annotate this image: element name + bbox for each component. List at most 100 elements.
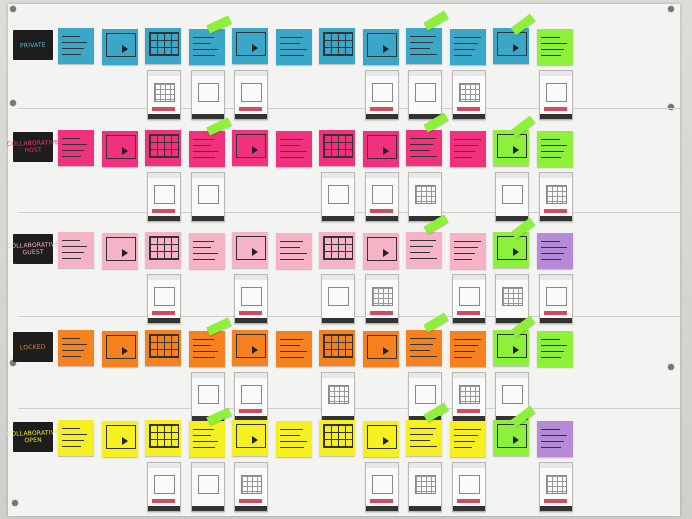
screen-content bbox=[371, 475, 393, 494]
sticky-note bbox=[536, 331, 573, 367]
scribble-line bbox=[410, 36, 436, 37]
row-label: LOCKED bbox=[13, 332, 53, 362]
nav-bar bbox=[452, 416, 485, 421]
status-bar bbox=[322, 173, 354, 178]
screen-content bbox=[371, 185, 393, 204]
status-bar bbox=[235, 463, 267, 468]
screen-content bbox=[415, 385, 436, 404]
sticky-note bbox=[188, 29, 225, 65]
sticky-note bbox=[493, 420, 529, 456]
status-bar bbox=[496, 173, 528, 178]
screen-content bbox=[197, 385, 219, 404]
pin bbox=[10, 6, 16, 12]
screen-content bbox=[241, 83, 262, 102]
scribble-line bbox=[453, 345, 478, 346]
status-bar bbox=[148, 463, 180, 468]
scribble-line bbox=[192, 435, 211, 436]
action-button bbox=[152, 311, 175, 315]
status-bar bbox=[496, 275, 528, 280]
sticky-note bbox=[362, 131, 399, 167]
sketch-screen bbox=[497, 424, 527, 448]
phone-mockup bbox=[408, 172, 442, 222]
sketch-screen bbox=[497, 134, 527, 158]
phone-mockup bbox=[451, 70, 486, 120]
scribble-line bbox=[453, 253, 475, 254]
play-icon bbox=[382, 437, 389, 445]
sticky-note bbox=[58, 130, 94, 166]
screen-content bbox=[197, 185, 219, 204]
scribble-line bbox=[410, 42, 433, 43]
scribble-line bbox=[192, 259, 215, 260]
sticky-note bbox=[406, 232, 442, 268]
sticky-note bbox=[101, 233, 138, 269]
phone-mockup bbox=[495, 172, 529, 222]
pin bbox=[12, 500, 18, 506]
screen-content bbox=[502, 185, 523, 204]
sticky-note bbox=[362, 233, 399, 269]
scribble-line bbox=[410, 150, 430, 151]
action-button bbox=[239, 107, 262, 111]
screen-content bbox=[154, 185, 175, 204]
nav-bar bbox=[322, 216, 354, 221]
status-bar bbox=[539, 275, 572, 280]
phone-mockup bbox=[147, 274, 181, 324]
sticky-note bbox=[275, 421, 312, 457]
sticky-note bbox=[58, 232, 94, 268]
scribble-line bbox=[410, 156, 437, 157]
sketch-grid bbox=[149, 424, 179, 448]
scribble-line bbox=[540, 429, 560, 430]
nav-bar bbox=[539, 114, 572, 119]
sticky-note bbox=[58, 420, 94, 456]
sketch-grid bbox=[149, 134, 179, 158]
screen-content bbox=[458, 475, 480, 494]
phone-mockup bbox=[234, 274, 268, 324]
sticky-note bbox=[101, 421, 138, 457]
nav-bar bbox=[322, 318, 354, 323]
scribble-line bbox=[192, 345, 211, 346]
sticky-note bbox=[145, 130, 181, 166]
play-icon bbox=[252, 346, 258, 354]
scribble-line bbox=[540, 157, 561, 158]
scribble-line bbox=[540, 259, 561, 260]
play-icon bbox=[252, 44, 258, 52]
status-bar bbox=[539, 463, 572, 468]
status-bar bbox=[452, 373, 485, 378]
nav-bar bbox=[539, 318, 572, 323]
scribble-line bbox=[192, 247, 211, 248]
sketch-screen bbox=[497, 32, 527, 56]
play-icon bbox=[382, 147, 389, 155]
phone-mockup bbox=[364, 172, 399, 222]
scribble-line bbox=[540, 151, 564, 152]
status-bar bbox=[452, 275, 485, 280]
scribble-line bbox=[540, 145, 567, 146]
scribble-line bbox=[279, 345, 300, 346]
screen-content bbox=[415, 185, 436, 204]
scribble-line bbox=[279, 145, 300, 146]
scribble-line bbox=[62, 344, 87, 345]
sketch-screen bbox=[366, 335, 397, 359]
sticky-note bbox=[232, 28, 268, 64]
scribble-line bbox=[62, 150, 84, 151]
nav-bar bbox=[235, 506, 267, 511]
scribble-line bbox=[192, 351, 218, 352]
scribble-line bbox=[410, 54, 437, 55]
sticky-note bbox=[188, 331, 225, 367]
scribble-line bbox=[410, 138, 436, 139]
scribble-line bbox=[453, 429, 481, 430]
sticky-note bbox=[536, 131, 573, 167]
scribble-line bbox=[62, 252, 84, 253]
scribble-line bbox=[453, 357, 472, 358]
scribble-line bbox=[192, 447, 215, 448]
scribble-line bbox=[410, 240, 436, 241]
screen-content bbox=[545, 287, 567, 306]
sticky-note bbox=[101, 29, 138, 65]
sketch-screen bbox=[236, 32, 266, 56]
scribble-line bbox=[62, 350, 84, 351]
scribble-line bbox=[279, 49, 307, 50]
screen-content bbox=[415, 83, 436, 102]
sketch-screen bbox=[497, 334, 527, 358]
nav-bar bbox=[539, 216, 572, 221]
nav-bar bbox=[322, 416, 354, 421]
scribble-line bbox=[453, 37, 481, 38]
scribble-line bbox=[453, 151, 475, 152]
